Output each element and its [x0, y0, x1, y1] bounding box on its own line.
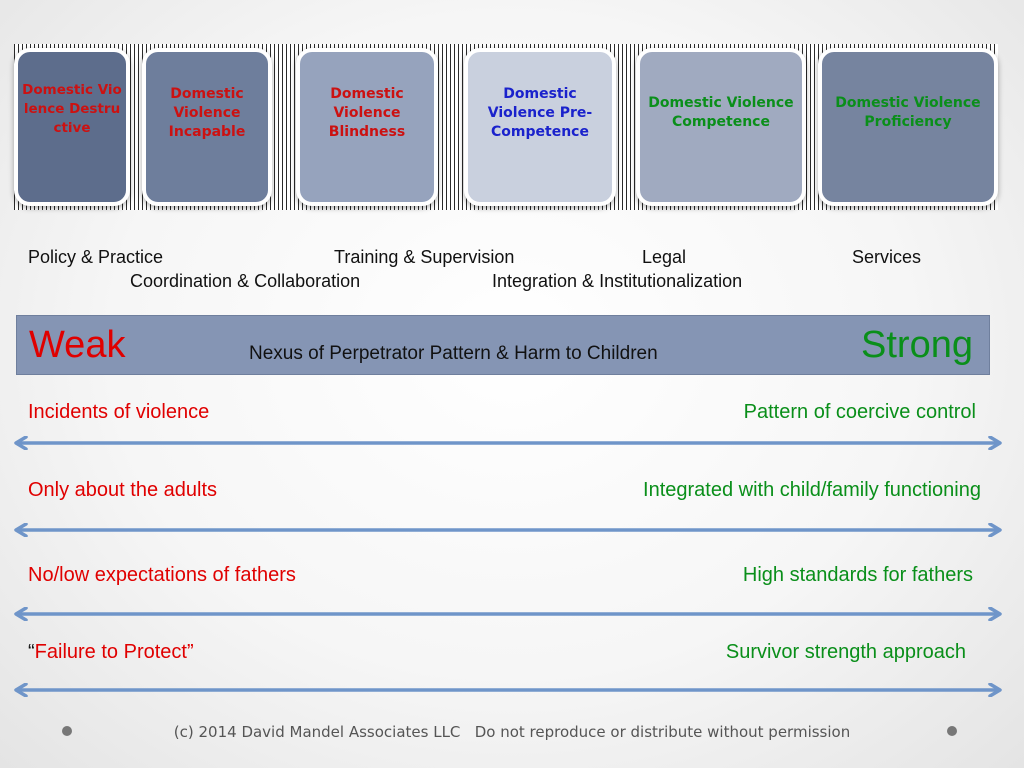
stage-label: Domestic Violence Incapable — [168, 85, 246, 140]
domain-integration: Integration & Institutionalization — [492, 271, 743, 291]
continuum-left-text: Only about the adults — [28, 479, 218, 501]
stage-label: Domestic Violence Competence — [648, 95, 794, 130]
double-arrow — [14, 523, 1002, 537]
double-arrow — [14, 683, 1002, 697]
footer-dot-right — [947, 726, 957, 736]
strong-label: Strong — [861, 324, 973, 366]
stage-box-blindness: Domestic Violence Blindness — [296, 48, 438, 206]
failure-to-protect-text: Failure to Protect” — [34, 641, 194, 663]
stage-box-incapable: Domestic Violence Incapable — [142, 48, 272, 206]
stage-label: Domestic Violence Pre-Competence — [487, 85, 593, 140]
weak-strong-bar: Weak Nexus of Perpetrator Pattern & Harm… — [16, 315, 990, 375]
continuum-right-text: Survivor strength approach — [725, 641, 966, 663]
stage-label: Domestic Violence Blindness — [328, 85, 406, 140]
domain-training: Training & Supervision — [334, 247, 515, 267]
domain-legal: Legal — [642, 247, 687, 267]
continuum-left-text: No/low expectations of fathers — [28, 564, 296, 586]
stage-box-destructive: Domestic Violence Destructive — [14, 48, 130, 206]
nexus-label: Nexus of Perpetrator Pattern & Harm to C… — [249, 343, 658, 364]
stage-box-pre-competence: Domestic Violence Pre-Competence — [464, 48, 616, 206]
double-arrow — [14, 607, 1002, 621]
stage-box-proficiency: Domestic Violence Proficiency — [818, 48, 998, 206]
stage-label: Domestic Violence Proficiency — [835, 95, 981, 130]
stage-label: Domestic Violence Destructive — [22, 81, 122, 136]
continuum-right-text: High standards for fathers — [742, 564, 973, 586]
domain-coordination: Coordination & Collaboration — [130, 271, 361, 291]
open-quote: “ — [28, 641, 35, 663]
continuum-right-text: Pattern of coercive control — [743, 401, 976, 423]
double-arrow — [14, 436, 1002, 450]
domain-policy: Policy & Practice — [28, 247, 164, 267]
continuum-right-text: Integrated with child/family functioning — [643, 479, 981, 501]
domain-services: Services — [852, 247, 922, 267]
continuum-left-text: Incidents of violence — [28, 401, 210, 423]
footer-dot-left — [62, 726, 72, 736]
weak-label: Weak — [29, 324, 126, 366]
stage-box-competence: Domestic Violence Competence — [636, 48, 806, 206]
footer-copyright: (c) 2014 David Mandel Associates LLC Do … — [173, 723, 851, 741]
continuum-left-text: “Failure to Protect” — [28, 641, 194, 664]
